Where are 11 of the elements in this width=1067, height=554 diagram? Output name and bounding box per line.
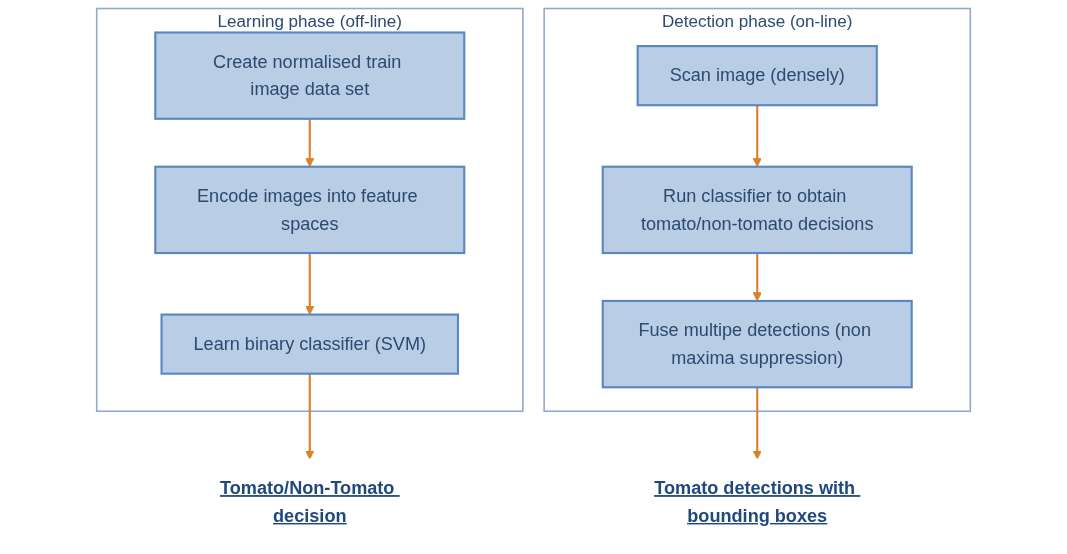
node-text: Tomato/Non-Tomato decision: [220, 478, 395, 526]
node-box: Fuse multipe detections (non maxima suppression): [601, 299, 913, 389]
node-box: Run classifier to obtain tomato/non-tomato decisions: [601, 165, 913, 255]
node-box: Learn binary classifier (SVM): [160, 313, 460, 375]
arrow: [305, 253, 315, 315]
node-box: Scan image (densely): [636, 45, 878, 107]
node-text: Tomato detections with bounding boxes: [654, 478, 856, 526]
arrow: [752, 387, 762, 460]
node-box: Encode images into feature spaces: [154, 165, 466, 255]
arrow: [305, 373, 315, 460]
node-box: Create normalised train image data set: [154, 31, 466, 120]
